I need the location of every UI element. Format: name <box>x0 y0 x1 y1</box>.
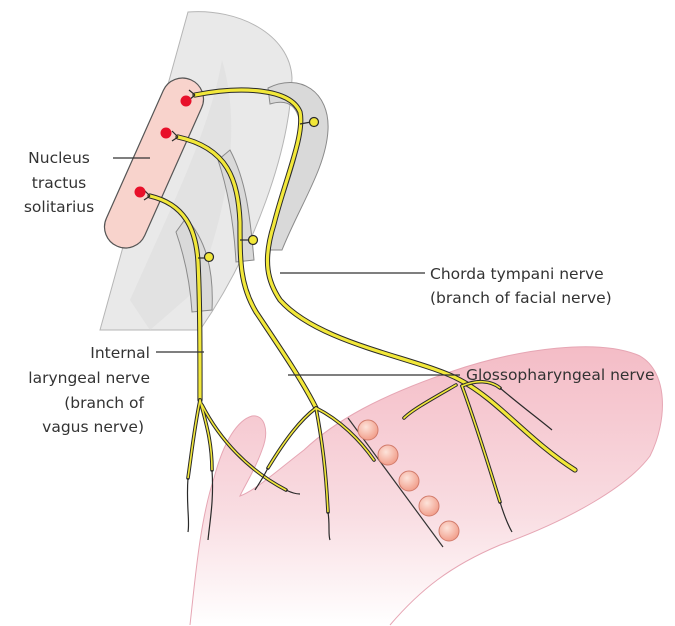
nodose-ganglion <box>205 253 214 262</box>
taste-bud <box>439 521 459 541</box>
taste-bud <box>399 471 419 491</box>
chorda-label: Chorda tympani nerve (branch of facial n… <box>430 265 612 307</box>
laryngeal-label-line: (branch of <box>64 394 144 412</box>
nucleus-label-line: solitarius <box>24 198 94 216</box>
petrosal-ganglion <box>249 236 258 245</box>
synapse-dot <box>181 96 192 107</box>
laryngeal-label: Internal laryngeal nerve (branch of vagu… <box>28 344 150 436</box>
chorda-label-line: (branch of facial nerve) <box>430 289 612 307</box>
laryngeal-label-line: Internal <box>90 344 150 362</box>
nucleus-label-line: tractus <box>32 174 86 192</box>
glosso-label: Glossopharyngeal nerve <box>466 366 655 384</box>
taste-bud <box>419 496 439 516</box>
tongue <box>190 347 662 625</box>
laryngeal-label-line: laryngeal nerve <box>28 369 150 387</box>
synapse-dot <box>135 187 146 198</box>
chorda-label-line: Chorda tympani nerve <box>430 265 604 283</box>
taste-bud <box>358 420 378 440</box>
taste-bud <box>378 445 398 465</box>
geniculate-ganglion <box>310 118 319 127</box>
nucleus-label: Nucleus tractus solitarius <box>24 149 94 216</box>
nucleus-label-line: Nucleus <box>28 149 90 167</box>
synapse-dot <box>161 128 172 139</box>
laryngeal-label-line: vagus nerve) <box>42 418 144 436</box>
